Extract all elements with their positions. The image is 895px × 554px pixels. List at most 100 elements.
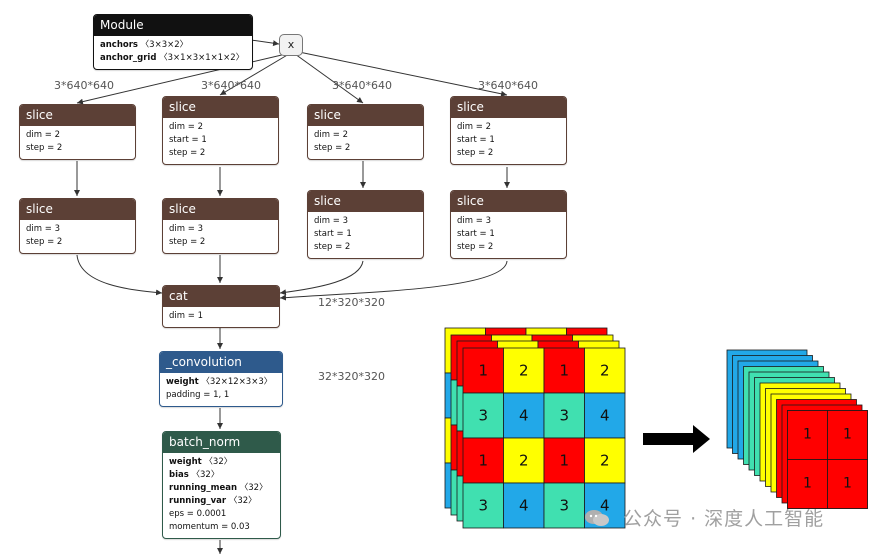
grid-cell-label: 3 [478, 407, 488, 425]
attribute-key: dim = 2 [169, 122, 203, 132]
attribute-key: start = 1 [314, 229, 352, 239]
edge-label-cat-output: 12*320*320 [318, 296, 385, 309]
attribute-key: running_mean [169, 483, 238, 493]
node-attribute-row: running_var 〈32〉 [169, 495, 274, 508]
edge-x-slice-3 [294, 53, 364, 104]
node-title: slice [308, 105, 423, 126]
attribute-key: dim = 3 [457, 216, 491, 226]
depth-front-cell [787, 410, 828, 460]
grid-cell-label: 2 [519, 362, 529, 380]
node-attribute-row: dim = 2 [457, 121, 560, 134]
attribute-key: eps = 0.0001 [169, 509, 227, 519]
grid-cell [462, 482, 504, 529]
grid-cell-label: 3 [559, 497, 569, 515]
attribute-key: dim = 3 [26, 224, 60, 234]
node-attributes: dim = 3 start = 1 step = 2 [308, 212, 423, 258]
node-attribute-row: weight 〈32〉 [169, 456, 274, 469]
edge-slice-4b-cat [279, 260, 508, 301]
edge-label-slice-3: 3*640*640 [332, 79, 392, 92]
depth-cell-label: 1 [803, 427, 812, 443]
node-title: Module [94, 15, 252, 36]
node-title: slice [20, 105, 135, 126]
node-attributes: weight 〈32〉bias 〈32〉running_mean 〈32〉run… [163, 453, 280, 538]
grid-cell-label: 2 [600, 362, 610, 380]
node-attribute-row: eps = 0.0001 [169, 508, 274, 521]
edge-label-conv-output: 32*320*320 [318, 370, 385, 383]
node-attribute-row: dim = 2 [169, 121, 272, 134]
attribute-key: step = 2 [169, 148, 206, 158]
node-attributes: weight 〈32×12×3×3〉padding = 1, 1 [160, 373, 282, 406]
attribute-key: dim = 2 [314, 130, 348, 140]
node-attribute-row: anchor_grid 〈3×1×3×1×1×2〉 [100, 52, 246, 65]
node-attributes: dim = 2 step = 2 [308, 126, 423, 159]
attribute-key: dim = 2 [457, 122, 491, 132]
depth-cell-label: 1 [843, 476, 852, 492]
node-attribute-row: step = 2 [26, 142, 129, 155]
attribute-key: weight [166, 377, 199, 387]
edge-label-slice-1: 3*640*640 [54, 79, 114, 92]
attribute-key: dim = 3 [314, 216, 348, 226]
node-slice-3a: slice dim = 2 step = 2 [307, 104, 424, 160]
attribute-key: step = 2 [457, 242, 494, 252]
attribute-key: step = 2 [314, 143, 351, 153]
edge-x-slice-4 [298, 51, 508, 97]
grid-cell-label: 2 [600, 452, 610, 470]
node-title: _convolution [160, 352, 282, 373]
attribute-value: 〈32〉 [237, 483, 268, 493]
grid-cell [584, 347, 626, 394]
depth-front-cell [827, 459, 868, 509]
attribute-key: start = 1 [169, 135, 207, 145]
grid-cell-label: 1 [559, 452, 569, 470]
node-attribute-row: step = 2 [26, 236, 129, 249]
grid-cell-label: 1 [559, 362, 569, 380]
node-title: slice [20, 199, 135, 220]
grid-cell [503, 437, 545, 484]
attribute-value: 〈32×12×3×3〉 [198, 377, 273, 387]
node-attribute-row: step = 2 [169, 236, 272, 249]
node-attribute-row: start = 1 [169, 134, 272, 147]
node-attribute-row: step = 2 [169, 147, 272, 160]
attribute-key: step = 2 [314, 242, 351, 252]
watermark: 公众号 · 深度人工智能 [584, 504, 824, 531]
node-attribute-row: dim = 2 [314, 129, 417, 142]
grid-cell-label: 3 [478, 497, 488, 515]
attribute-key: momentum = 0.03 [169, 522, 250, 532]
node-attribute-row: start = 1 [457, 228, 560, 241]
transform-arrow [643, 425, 710, 453]
grid-cell-label: 1 [478, 452, 488, 470]
edge-label-slice-4: 3*640*640 [478, 79, 538, 92]
node-attribute-row: dim = 2 [26, 129, 129, 142]
attribute-key: weight [169, 457, 202, 467]
node-attribute-row: momentum = 0.03 [169, 521, 274, 534]
node-attributes: dim = 1 [163, 307, 279, 327]
attribute-key: anchors [100, 40, 138, 50]
attribute-key: dim = 1 [169, 311, 203, 321]
grid-cell [543, 392, 585, 439]
edge-slice-3b-cat [279, 260, 364, 296]
grid-cell-label: 1 [478, 362, 488, 380]
grid-cell [543, 437, 585, 484]
node-attribute-row: weight 〈32×12×3×3〉 [166, 376, 276, 389]
node-attributes: dim = 2 start = 1 step = 2 [163, 118, 278, 164]
node-attribute-row: anchors 〈3×3×2〉 [100, 39, 246, 52]
node-title: slice [308, 191, 423, 212]
grid-cell-label: 2 [519, 452, 529, 470]
node-attribute-row: start = 1 [314, 228, 417, 241]
attribute-key: dim = 3 [169, 224, 203, 234]
attribute-key: running_var [169, 496, 227, 506]
grid-cell [462, 347, 504, 394]
attribute-key: step = 2 [26, 143, 63, 153]
attribute-value: 〈3×1×3×1×1×2〉 [156, 53, 245, 63]
node-slice-3b: slice dim = 3 start = 1 step = 2 [307, 190, 424, 259]
node-title: slice [451, 191, 566, 212]
node-attributes: dim = 3 step = 2 [163, 220, 278, 253]
